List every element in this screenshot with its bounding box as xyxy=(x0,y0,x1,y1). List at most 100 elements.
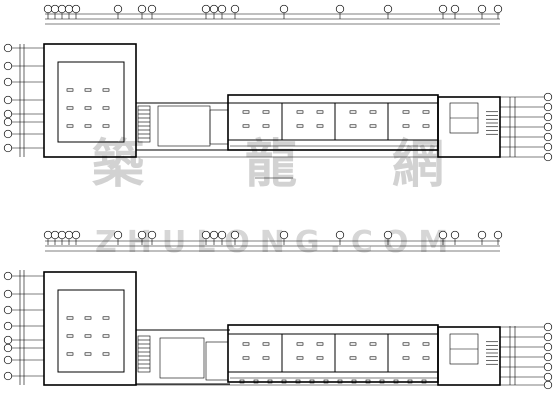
wall-outlet xyxy=(309,379,315,384)
grid-axis-bubble xyxy=(500,362,553,372)
watermark-url: ZHULONG.COM xyxy=(95,225,458,260)
grid-axis-bubble xyxy=(147,230,157,245)
grid-axis-bubble xyxy=(71,230,81,245)
grid-axis-bubble xyxy=(500,342,553,352)
grid-axis-bubble xyxy=(3,143,44,153)
light-fixture xyxy=(66,124,74,128)
grid-axis-bubble xyxy=(3,109,44,119)
grid-axis-bubble xyxy=(147,4,157,19)
grid-axis-bubble xyxy=(3,289,44,299)
light-fixture xyxy=(296,124,304,128)
light-fixture xyxy=(262,124,270,128)
light-fixture xyxy=(402,124,410,128)
grid-axis-bubble xyxy=(500,332,553,342)
light-fixture xyxy=(84,316,92,320)
grid-axis-bubble xyxy=(383,230,393,245)
grid-axis-bubble xyxy=(335,4,345,19)
grid-axis-bubble xyxy=(209,230,219,245)
light-fixture xyxy=(84,88,92,92)
grid-axis-bubble xyxy=(450,230,460,245)
grid-axis-bubble xyxy=(500,152,553,162)
grid-axis-bubble xyxy=(3,355,44,365)
light-fixture xyxy=(102,124,110,128)
wall-outlet xyxy=(407,379,413,384)
grid-axis-bubble xyxy=(201,230,211,245)
light-fixture xyxy=(84,334,92,338)
grid-axis-bubble xyxy=(3,61,44,71)
light-fixture xyxy=(102,334,110,338)
grid-axis-bubble xyxy=(3,95,44,105)
lower-floor-plan xyxy=(19,240,516,386)
stair-left xyxy=(137,105,151,143)
grid-axis-bubble xyxy=(137,230,147,245)
grid-axis-bubble xyxy=(209,4,219,19)
grid-axis-bubble xyxy=(477,230,487,245)
wall-outlet xyxy=(253,379,259,384)
watermark-char-2: 龍 xyxy=(245,134,297,195)
grid-axis-bubble xyxy=(279,230,289,245)
grid-axis-bubble xyxy=(217,230,227,245)
grid-axis-bubble xyxy=(43,230,53,245)
light-fixture xyxy=(402,110,410,114)
grid-axis-bubble xyxy=(335,230,345,245)
light-fixture xyxy=(296,342,304,346)
light-fixture xyxy=(316,356,324,360)
grid-axis-bubble xyxy=(64,230,74,245)
grid-axis-bubble xyxy=(493,230,503,245)
grid-axis-bubble xyxy=(3,271,44,281)
wall-outlet xyxy=(393,379,399,384)
light-fixture xyxy=(296,356,304,360)
grid-axis-bubble xyxy=(438,4,448,19)
grid-axis-bubble xyxy=(450,4,460,19)
light-fixture xyxy=(369,342,377,346)
grid-axis-bubble xyxy=(500,102,553,112)
grid-axis-bubble xyxy=(230,4,240,19)
light-fixture xyxy=(369,356,377,360)
watermark: 築 龍 網 ZHULONG.COM xyxy=(92,134,458,260)
grid-axis-bubble xyxy=(201,4,211,19)
grid-axis-bubble xyxy=(500,142,553,152)
wall-outlet xyxy=(323,379,329,384)
grid-axis-bubble xyxy=(438,230,448,245)
wall-outlet xyxy=(351,379,357,384)
light-fixture xyxy=(316,124,324,128)
grid-axis-bubble xyxy=(3,117,44,127)
grid-axis-bubble xyxy=(493,4,503,19)
light-fixture xyxy=(349,342,357,346)
light-fixture xyxy=(242,356,250,360)
light-fixture xyxy=(84,124,92,128)
grid-axis-bubble xyxy=(64,4,74,19)
wall-outlet xyxy=(421,379,427,384)
grid-axis-bubble xyxy=(500,112,553,122)
grid-axis-bubble xyxy=(50,230,60,245)
wall-outlet xyxy=(365,379,371,384)
light-fixture xyxy=(316,110,324,114)
grid-axis-bubble xyxy=(230,230,240,245)
light-fixture xyxy=(66,88,74,92)
light-fixture xyxy=(422,342,430,346)
grid-axis-bubble xyxy=(113,4,123,19)
light-fixture xyxy=(349,124,357,128)
grid-axis-bubble xyxy=(3,305,44,315)
light-fixture xyxy=(262,342,270,346)
light-fixture xyxy=(262,110,270,114)
grid-axis-bubble xyxy=(3,321,44,331)
light-fixture xyxy=(316,342,324,346)
grid-axis-bubble xyxy=(500,322,553,332)
grid-axis-bubble xyxy=(57,4,67,19)
light-fixture xyxy=(349,356,357,360)
grid-axis-bubble xyxy=(3,77,44,87)
light-fixture xyxy=(402,342,410,346)
light-fixture xyxy=(66,106,74,110)
wall-outlet xyxy=(239,379,245,384)
grid-axis-bubble xyxy=(113,230,123,245)
grid-axis-bubble xyxy=(217,4,227,19)
light-fixture xyxy=(102,352,110,356)
wall-outlet xyxy=(295,379,301,384)
light-fixture xyxy=(84,106,92,110)
grid-axis-bubble xyxy=(500,372,553,382)
light-fixture xyxy=(422,124,430,128)
grid-axis-bubble xyxy=(500,132,553,142)
grid-axis-bubble xyxy=(500,380,553,390)
